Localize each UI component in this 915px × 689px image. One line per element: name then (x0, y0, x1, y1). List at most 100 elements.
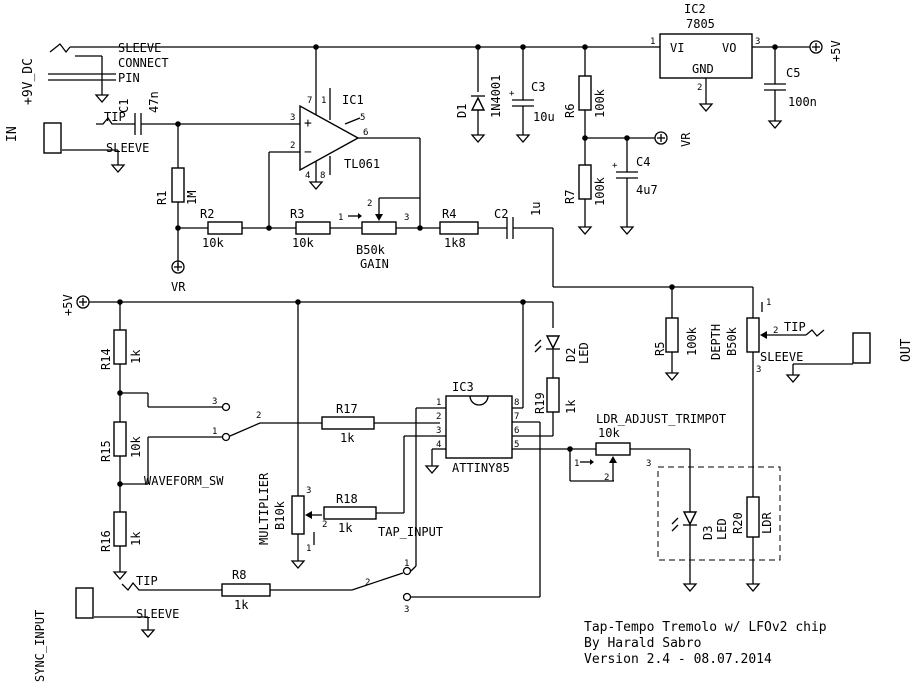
depth-pin2: 2 (773, 326, 778, 336)
ic1-pin4: 4 (305, 171, 310, 181)
ic1-minus: − (304, 145, 312, 160)
d2-label: D2 (564, 348, 578, 362)
r20-label: R20 (731, 512, 745, 534)
gain-value: B50k (356, 243, 386, 257)
c3-label: C3 (531, 80, 545, 94)
r15-value: 10k (129, 436, 143, 458)
depth-pin1: 1 (766, 298, 771, 308)
d1-diode: D1 1N4001 (455, 47, 503, 143)
trim-pin1: 1 (574, 459, 579, 469)
r17-resistor: R17 1k (321, 402, 440, 445)
c3-value: 10u (533, 110, 555, 124)
ic3-pin2: 2 (436, 412, 441, 422)
mult-pin3: 3 (306, 486, 311, 496)
ic1-pin7: 7 (307, 96, 312, 106)
r8-value: 1k (234, 598, 249, 612)
ic3-pin1: 1 (436, 398, 441, 408)
r15-label: R15 (99, 440, 113, 462)
input-jack: IN TIP SLEEVE (5, 110, 149, 173)
c5-capacitor: C5 100n (764, 47, 817, 129)
c1-label: C1 (117, 99, 131, 113)
sw2-pin3: 3 (404, 605, 409, 615)
ic2-vo: VO (722, 41, 736, 55)
c4-label: C4 (636, 155, 650, 169)
r18-value: 1k (338, 521, 353, 535)
depth-pot: 1 2 3 DEPTH B50k (709, 287, 806, 497)
ic3-pin4: 4 (436, 440, 441, 450)
vr-bottom-label: VR (171, 280, 186, 294)
out-tip-label: TIP (784, 320, 806, 334)
r2-value: 10k (202, 236, 224, 250)
gain-pot: 1 2 3 B50k GAIN (338, 197, 440, 271)
out-tag: OUT (899, 338, 914, 362)
lower-rail: +5V (61, 294, 554, 328)
sync-input-label: SYNC_INPUT (33, 610, 47, 682)
c5-value: 100n (788, 95, 817, 109)
depth-pin3: 3 (756, 365, 761, 375)
ic2-pin3: 3 (755, 37, 760, 47)
r14-value: 1k (129, 349, 143, 364)
gain-name: GAIN (360, 257, 389, 271)
ic3-label: IC3 (452, 380, 474, 394)
multiplier-name: MULTIPLIER (257, 472, 271, 545)
ic1-part: TL061 (344, 157, 380, 171)
r17-value: 1k (340, 431, 355, 445)
sw2-pin1: 1 (404, 559, 409, 569)
feedback-network: R2 10k R3 10k (178, 151, 362, 250)
in-sleeve-label: SLEEVE (106, 141, 149, 155)
depth-name: DEPTH (709, 324, 723, 360)
ic1-pin5: 5 (360, 113, 365, 123)
trim-pin3: 3 (646, 459, 651, 469)
c5-label: C5 (786, 66, 800, 80)
ldr-trimpot: 1 2 3 LDR_ADJUST_TRIMPOT 10k (569, 412, 726, 512)
trim-pin2: 2 (604, 473, 609, 483)
multiplier-value: B10k (273, 500, 287, 530)
r20-value: LDR (760, 512, 774, 534)
sw-pin1: 1 (212, 427, 217, 437)
ldr-trim-label: LDR_ADJUST_TRIMPOT (596, 412, 726, 426)
sync-tip-label: TIP (136, 574, 158, 588)
tap-input-label: TAP_INPUT (378, 525, 443, 539)
c3-plus: + (509, 89, 515, 99)
r1-label: R1 (155, 191, 169, 205)
ic1-pin3: 3 (290, 113, 295, 123)
gain-pin1: 1 (338, 213, 343, 223)
c4-value: 4u7 (636, 183, 658, 197)
sw-pin2: 2 (256, 411, 261, 421)
vr-divider: R6 100k R7 100k VR (563, 47, 693, 235)
r4-c2: R4 1k8 C2 1u (439, 202, 753, 290)
mult-pin1: 1 (306, 544, 311, 554)
ic2-pin2: 2 (697, 83, 702, 93)
d3-value: LED (715, 518, 729, 540)
ic2-label: IC2 (684, 2, 706, 16)
waveform-switch: 3 1 2 WAVEFORM_SW (144, 397, 322, 488)
in-tip-label: TIP (104, 110, 126, 124)
r1-value: 1M (185, 191, 199, 205)
ic2-regulator: IC2 7805 VI VO GND 1 3 2 (650, 2, 760, 112)
c4-plus: + (612, 161, 618, 171)
r7-value: 100k (593, 176, 607, 206)
plus5v-top-label: +5V (829, 40, 843, 62)
mult-pin2: 2 (322, 520, 327, 530)
r5-value: 100k (685, 326, 699, 356)
vr-right-label: VR (679, 132, 693, 147)
ic1-pin6: 6 (363, 128, 368, 138)
r18-label: R18 (336, 492, 358, 506)
depth-value: B50k (725, 326, 739, 356)
r5-resistor: R5 100k (653, 287, 699, 381)
r8-resistor: R8 1k (221, 568, 352, 612)
sync-switch: 2 1 3 (351, 559, 417, 615)
ic3-part: ATTINY85 (452, 461, 510, 475)
ic2-vi: VI (670, 41, 684, 55)
output-jack: TIP SLEEVE OUT (760, 320, 914, 383)
r19-label: R19 (533, 392, 547, 414)
in-tag: IN (5, 126, 20, 142)
d1-value: 1N4001 (489, 75, 503, 118)
ic1-pin8: 8 (320, 171, 325, 181)
d2-value: LED (577, 342, 591, 364)
ic3-pin6: 6 (514, 426, 519, 436)
ic3-attiny85: 1 2 3 4 8 7 6 5 IC3 ATTINY85 (376, 302, 573, 598)
c1-value: 47n (147, 91, 161, 113)
r17-label: R17 (336, 402, 358, 416)
